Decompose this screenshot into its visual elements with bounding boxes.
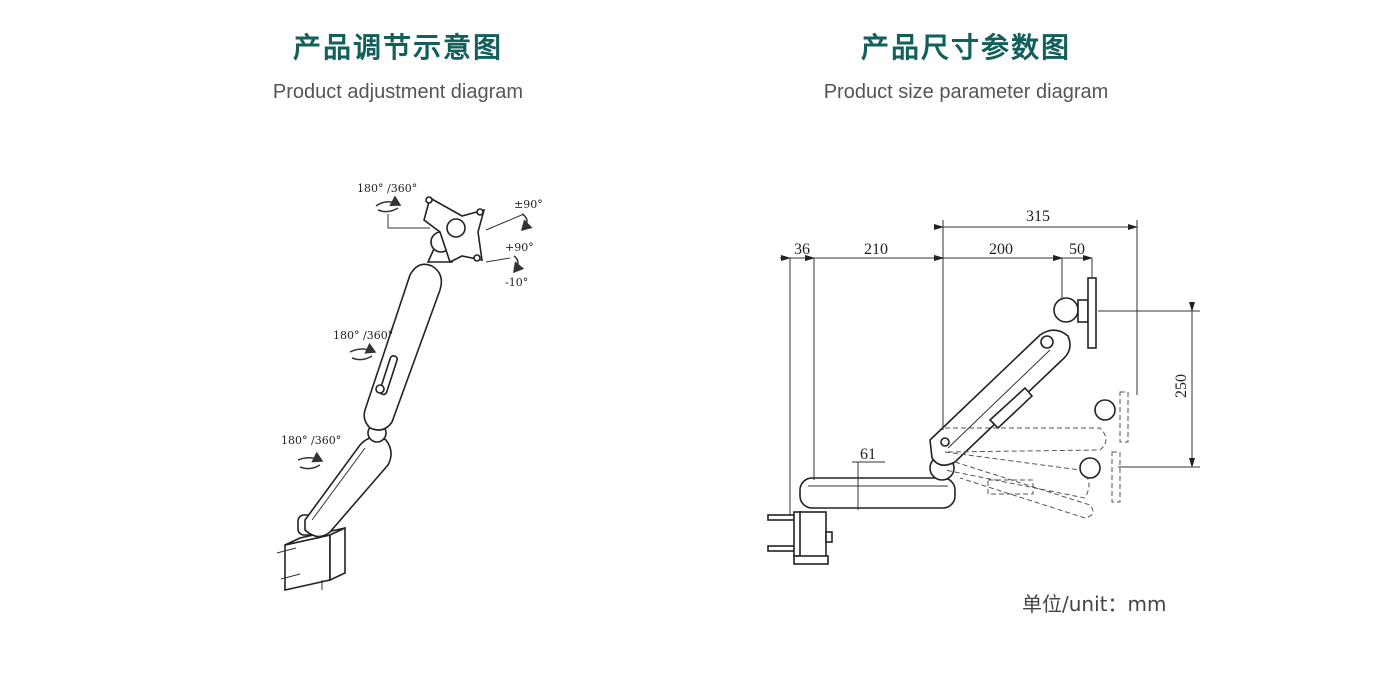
vesa-head — [423, 196, 486, 264]
tilt-down-top-label: +90° — [505, 241, 534, 254]
upper-arm-rotation-label: 180° /360° — [333, 329, 393, 342]
dim-50: 50 — [1069, 241, 1085, 258]
unit-note: 单位/unit：mm — [1022, 592, 1167, 616]
dim-61: 61 — [860, 446, 876, 463]
size-diagram-subtitle: Product size parameter diagram — [823, 81, 1109, 103]
lower-arm-rotation-indicator: 180° /360° — [281, 434, 341, 470]
dimension-lines — [780, 220, 1200, 515]
tilt-up-label: ±90° — [514, 198, 543, 211]
side-clamp — [767, 511, 833, 565]
adjustment-diagram: 180° /360° ±90° +90° -10° 180° /360° 180… — [276, 182, 543, 591]
tilt-down-bottom-label: -10° — [505, 276, 528, 289]
dim-315: 315 — [1026, 208, 1050, 225]
dim-210: 210 — [864, 241, 888, 258]
tilt-down-indicator: +90° -10° — [485, 241, 534, 289]
adjustment-diagram-title: 产品调节示意图 — [292, 31, 504, 64]
size-diagram-title: 产品尺寸参数图 — [860, 31, 1072, 64]
head-swivel-label: 180° /360° — [357, 182, 417, 195]
side-monitor-plate — [1053, 277, 1097, 349]
adjustment-diagram-subtitle: Product adjustment diagram — [272, 81, 524, 103]
dim-36: 36 — [794, 241, 810, 258]
upper-arm-rotation-indicator: 180° /360° — [333, 329, 393, 361]
upper-arm — [363, 263, 443, 431]
size-diagram: 315 36 210 200 50 250 61 — [767, 208, 1200, 565]
side-upper-arm — [929, 329, 1071, 466]
lower-arm-rotation-label: 180° /360° — [281, 434, 341, 447]
ghost-arm-positions — [944, 391, 1129, 519]
lower-arm — [304, 436, 392, 538]
tilt-indicator: ±90° — [485, 198, 543, 232]
head-swivel-indicator: 180° /360° — [357, 182, 430, 229]
dim-200: 200 — [989, 241, 1013, 258]
dim-250: 250 — [1173, 374, 1190, 398]
